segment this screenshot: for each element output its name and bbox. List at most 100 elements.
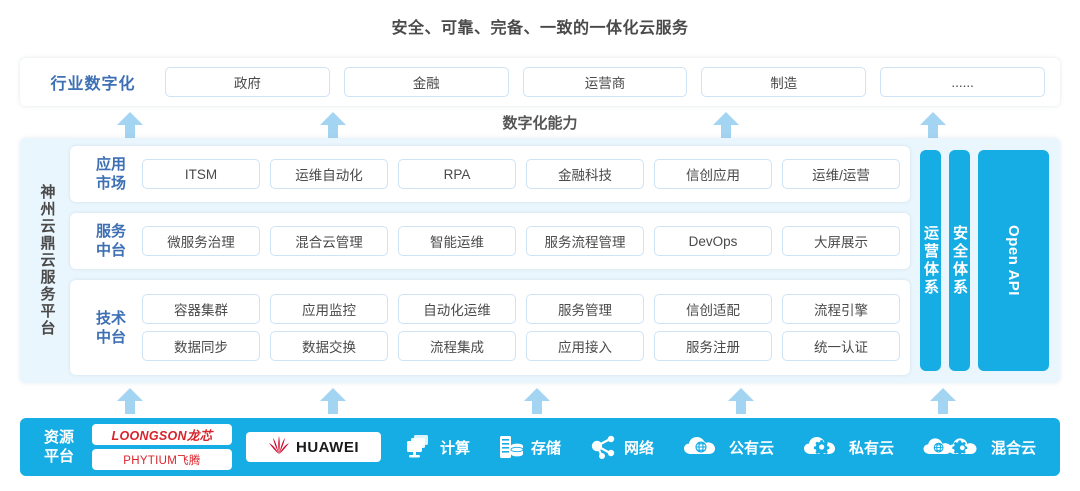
tier-service-midend: 服务 中台 微服务治理 混合云管理 智能运维 服务流程管理 DevOps 大屏展… bbox=[70, 213, 910, 269]
page-title: 安全、可靠、完备、一致的一体化云服务 bbox=[391, 20, 689, 37]
upward-arrow-icon bbox=[728, 388, 754, 414]
tier-cell[interactable]: 信创应用 bbox=[654, 159, 772, 189]
tier-cell[interactable]: 信创适配 bbox=[654, 294, 772, 324]
tier-app-market: 应用 市场 ITSM 运维自动化 RPA 金融科技 信创应用 运维/运营 bbox=[70, 146, 910, 202]
tier-cell[interactable]: 大屏展示 bbox=[782, 226, 900, 256]
loongson-logo-text: LOONGSON龙芯 bbox=[111, 429, 213, 443]
tier-items: 容器集群 应用监控 自动化运维 服务管理 信创适配 流程引擎 数据同步 数据交换… bbox=[142, 294, 900, 361]
tier-cell[interactable]: 服务注册 bbox=[654, 331, 772, 361]
tier-cell[interactable]: 智能运维 bbox=[398, 226, 516, 256]
side-bar-operations[interactable]: 运营体系 bbox=[920, 150, 941, 371]
huawei-logo[interactable]: HUAWEI bbox=[246, 432, 381, 462]
resource-item-label: 网络 bbox=[623, 439, 654, 457]
resource-label-line: 资源 bbox=[43, 429, 74, 446]
industry-item-government[interactable]: 政府 bbox=[165, 67, 330, 97]
side-bar-label: 安全体系 bbox=[951, 224, 968, 297]
cloud-service-platform: 神州云鼎云服务平台 应用 市场 ITSM 运维自动化 RPA 金融科技 信创应用… bbox=[20, 138, 1060, 383]
resource-item-public-cloud[interactable]: 公有云 bbox=[682, 434, 774, 460]
upward-arrow-icon bbox=[117, 112, 143, 138]
phytium-logo-text: PHYTIUM飞腾 bbox=[123, 454, 201, 467]
cloud-gear-icon bbox=[802, 434, 842, 460]
tier-cell[interactable]: 应用接入 bbox=[526, 331, 644, 361]
resource-item-list: 计算 bbox=[391, 434, 1050, 460]
side-bar-security[interactable]: 安全体系 bbox=[949, 150, 970, 371]
vendor-logo-column: LOONGSON龙芯 PHYTIUM飞腾 bbox=[92, 424, 232, 470]
tier-cell[interactable]: RPA bbox=[398, 159, 516, 189]
tier-row: 容器集群 应用监控 自动化运维 服务管理 信创适配 流程引擎 bbox=[142, 294, 900, 324]
huawei-flower-icon bbox=[268, 435, 290, 460]
cloud-globe-gear-icon bbox=[922, 434, 984, 460]
upward-arrow-icon bbox=[920, 112, 946, 138]
tier-label-line: 中台 bbox=[95, 242, 126, 259]
monitor-icon bbox=[405, 434, 433, 460]
tier-cell[interactable]: 流程引擎 bbox=[782, 294, 900, 324]
side-bar-open-api[interactable]: Open API bbox=[978, 150, 1049, 371]
tier-cell[interactable]: 流程集成 bbox=[398, 331, 516, 361]
tier-cell[interactable]: 数据交换 bbox=[270, 331, 388, 361]
upward-arrow-icon bbox=[117, 388, 143, 414]
upward-arrow-icon bbox=[320, 388, 346, 414]
resource-platform-bar: 资源 平台 LOONGSON龙芯 PHYTIUM飞腾 bbox=[20, 418, 1060, 476]
tier-cell[interactable]: 金融科技 bbox=[526, 159, 644, 189]
tier-label-line: 中台 bbox=[95, 328, 126, 346]
tier-label-tech-midend: 技术 中台 bbox=[80, 309, 142, 347]
platform-name-vertical: 神州云鼎云服务平台 bbox=[38, 184, 56, 337]
resource-label-line: 平台 bbox=[43, 448, 74, 465]
tier-cell[interactable]: 应用监控 bbox=[270, 294, 388, 324]
industry-item-finance[interactable]: 金融 bbox=[343, 67, 509, 97]
industry-item-more[interactable]: ...... bbox=[880, 67, 1045, 97]
resource-item-label: 公有云 bbox=[728, 439, 774, 457]
side-bar-label: Open API bbox=[1004, 225, 1022, 296]
cloud-globe-icon bbox=[682, 434, 722, 460]
tier-cell[interactable]: 容器集群 bbox=[142, 294, 260, 324]
resource-item-private-cloud[interactable]: 私有云 bbox=[802, 434, 894, 460]
tier-cell[interactable]: 自动化运维 bbox=[398, 294, 516, 324]
tier-label-app-market: 应用 市场 bbox=[80, 155, 142, 193]
upward-arrow-icon bbox=[524, 388, 550, 414]
tier-cell[interactable]: 运维/运营 bbox=[782, 159, 900, 189]
tier-items: 微服务治理 混合云管理 智能运维 服务流程管理 DevOps 大屏展示 bbox=[142, 226, 900, 256]
tier-cell[interactable]: 统一认证 bbox=[782, 331, 900, 361]
tier-cell[interactable]: DevOps bbox=[654, 226, 772, 256]
tier-label-line: 市场 bbox=[95, 175, 126, 192]
tier-row: 数据同步 数据交换 流程集成 应用接入 服务注册 统一认证 bbox=[142, 331, 900, 361]
upward-arrow-icon bbox=[713, 112, 739, 138]
resource-platform-label: 资源 平台 bbox=[30, 428, 88, 466]
huawei-logo-text: HUAWEI bbox=[296, 438, 359, 456]
resource-item-hybrid-cloud[interactable]: 混合云 bbox=[922, 434, 1036, 460]
industry-row-label: 行业数字化 bbox=[50, 76, 136, 93]
industry-item-manufacturing[interactable]: 制造 bbox=[701, 67, 867, 97]
tier-cell[interactable]: 微服务治理 bbox=[142, 226, 260, 256]
side-bar-label: 运营体系 bbox=[922, 224, 939, 297]
tier-row: ITSM 运维自动化 RPA 金融科技 信创应用 运维/运营 bbox=[142, 159, 900, 189]
side-bars: 运营体系 安全体系 Open API bbox=[910, 146, 1050, 375]
tier-cell[interactable]: 数据同步 bbox=[142, 331, 260, 361]
tier-cell[interactable]: 服务流程管理 bbox=[526, 226, 644, 256]
tier-label-line: 服务 bbox=[95, 223, 126, 240]
resource-item-label: 混合云 bbox=[990, 439, 1036, 457]
industry-row: 行业数字化 政府 金融 运营商 制造 ...... bbox=[20, 58, 1060, 106]
network-nodes-icon bbox=[589, 434, 617, 460]
tier-cell[interactable]: 运维自动化 bbox=[270, 159, 388, 189]
upward-arrow-icon bbox=[930, 388, 956, 414]
resource-item-label: 计算 bbox=[439, 439, 470, 457]
tier-label-line: 技术 bbox=[95, 309, 126, 327]
resource-item-storage[interactable]: 存储 bbox=[498, 434, 561, 460]
resource-item-label: 私有云 bbox=[848, 439, 894, 457]
resource-item-label: 存储 bbox=[530, 439, 561, 457]
tier-tech-midend: 技术 中台 容器集群 应用监控 自动化运维 服务管理 信创适配 流程引擎 数据同… bbox=[70, 280, 910, 375]
resource-item-network[interactable]: 网络 bbox=[589, 434, 654, 460]
resource-item-compute[interactable]: 计算 bbox=[405, 434, 470, 460]
tier-cell[interactable]: ITSM bbox=[142, 159, 260, 189]
tier-cell[interactable]: 混合云管理 bbox=[270, 226, 388, 256]
loongson-logo[interactable]: LOONGSON龙芯 bbox=[92, 424, 232, 445]
industry-item-carrier[interactable]: 运营商 bbox=[522, 67, 688, 97]
tier-items: ITSM 运维自动化 RPA 金融科技 信创应用 运维/运营 bbox=[142, 159, 900, 189]
tier-cell[interactable]: 服务管理 bbox=[526, 294, 644, 324]
capability-caption: 数字化能力 bbox=[502, 115, 578, 132]
server-storage-icon bbox=[498, 434, 524, 460]
upward-arrow-icon bbox=[320, 112, 346, 138]
phytium-logo[interactable]: PHYTIUM飞腾 bbox=[92, 449, 232, 470]
tier-label-line: 应用 bbox=[95, 156, 126, 173]
